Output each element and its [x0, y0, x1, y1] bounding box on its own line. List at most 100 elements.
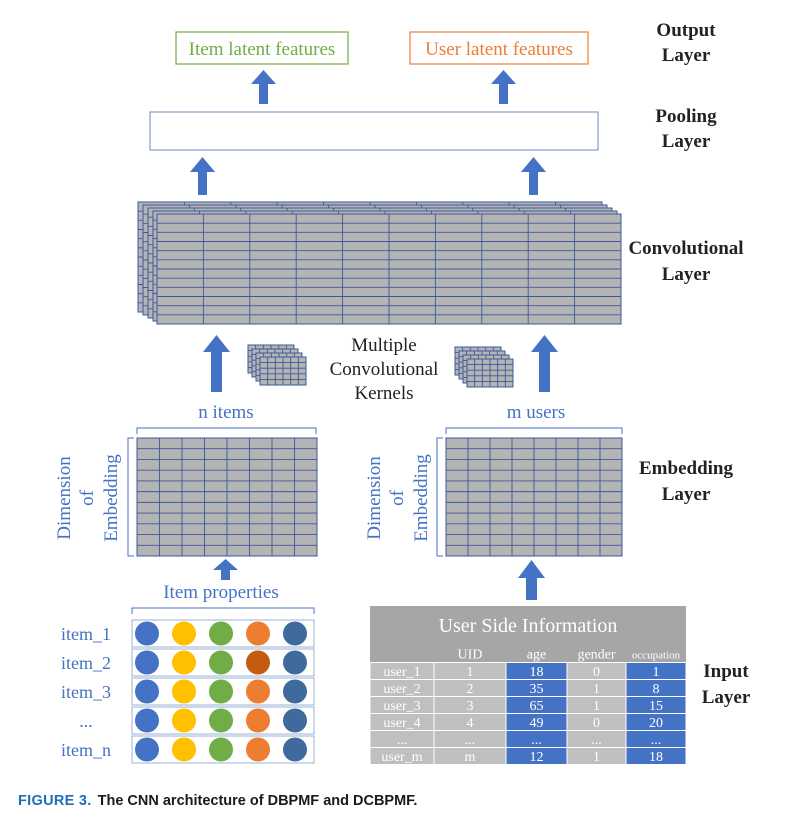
user-table-cell-text: user_4 [383, 716, 420, 731]
item-property-dot [246, 679, 270, 704]
of-text: of [77, 489, 98, 506]
user-table-cell-text: 18 [530, 665, 544, 680]
user-table-cell [506, 663, 567, 679]
user-embedding-matrix [445, 437, 623, 557]
item-property-dot [135, 621, 159, 646]
item-property-dot [135, 708, 159, 733]
user-table-cell [370, 680, 434, 696]
user-table-cell [370, 714, 434, 730]
convolutional-kernels-right [454, 346, 514, 388]
user-table-cell-text: user_3 [383, 699, 420, 714]
user-table-cell [626, 697, 686, 713]
arrow-up-icon [251, 70, 276, 104]
user-table-cell-text: 4 [467, 716, 474, 731]
user-table-cell-text: 65 [530, 699, 544, 714]
item-row-label: item_2 [61, 653, 111, 673]
user-table-cell [567, 680, 626, 696]
dimension-label-right-line2: of [387, 489, 408, 506]
user-table-cell [434, 663, 506, 679]
arrow-up-icon [531, 335, 558, 392]
dimension-label-right-line3: Embedding [411, 454, 432, 542]
user-table-cell [626, 731, 686, 747]
item-property-dot [283, 650, 307, 675]
user-latent-features-box [409, 31, 589, 65]
user-table-cell-text: m [465, 750, 476, 765]
user-table-title: User Side Information [439, 615, 618, 637]
user-table-cell [370, 663, 434, 679]
kernel-map-4 [259, 356, 307, 386]
user-table-header-cell [626, 646, 686, 662]
dimension-text: Dimension [54, 456, 75, 540]
user-table-cell-text: ... [397, 733, 408, 748]
item-property-dot [283, 679, 307, 704]
user-table-header-cell [370, 646, 434, 662]
user-table-cell-text: 2 [467, 682, 474, 697]
item-property-dot [246, 650, 270, 675]
convolutional-layer-label-line1: Convolutional [628, 238, 743, 259]
arrow-up-icon [190, 157, 215, 195]
user-table-cell [567, 748, 626, 764]
user-table-cell [567, 663, 626, 679]
user-table-header-text: gender [577, 648, 615, 663]
user-table-header-cell [434, 646, 506, 662]
user-table-cell [567, 731, 626, 747]
input-layer-label-line2: Layer [702, 687, 751, 708]
dimension-bracket-right [436, 437, 443, 557]
item-properties-title: Item properties [163, 582, 279, 603]
pooling-layer-label-line1: Pooling [655, 106, 717, 127]
user-embedding-grid [445, 437, 623, 557]
output-layer-label-line2: Layer [662, 45, 711, 66]
user-table-cell [506, 714, 567, 730]
n-items-bracket [136, 427, 317, 434]
pooling-layer-label-line2: Layer [662, 131, 711, 152]
item-property-dot [209, 621, 233, 646]
user-table-cell-text: 8 [653, 682, 660, 697]
pooling-layer-box [149, 111, 599, 151]
item-property-dot [209, 650, 233, 675]
kernels-label-line2: Convolutional [330, 359, 439, 380]
item-property-dot [246, 621, 270, 646]
user-table-cell-text: user_2 [383, 682, 420, 697]
user-table-header-cell [506, 646, 567, 662]
figure-caption-text: The CNN architecture of DBPMF and DCBPMF… [97, 793, 418, 809]
dimension-label-left-line2: of [77, 489, 98, 506]
item-property-dot [172, 650, 196, 675]
user-table-cell [370, 697, 434, 713]
user-table-header-text: occupation [632, 650, 681, 662]
item-property-dot [135, 679, 159, 704]
user-table-cell-text: 20 [649, 716, 663, 731]
user-table-cell [626, 680, 686, 696]
kernels-label-line1: Multiple [351, 335, 416, 356]
dimension-label-right-line1: Dimension [364, 456, 385, 540]
item-row-label: item_3 [61, 682, 111, 702]
user-table-cell [506, 680, 567, 696]
figure-caption: FIGURE 3.The CNN architecture of DBPMF a… [18, 793, 778, 809]
user-table-cell [567, 714, 626, 730]
item-properties-bracket [131, 607, 315, 614]
convolutional-layer-label-line2: Layer [662, 264, 711, 285]
user-table-cell [506, 697, 567, 713]
user-table-cell [506, 731, 567, 747]
arrow-up-icon [521, 157, 546, 195]
item-property-dot [246, 708, 270, 733]
user-table-cell-text: 1 [593, 682, 600, 697]
user-table-cell-text: ... [531, 733, 542, 748]
item-row-label: item_n [61, 740, 111, 760]
item-property-dot [209, 737, 233, 762]
arrow-up-icon [518, 560, 545, 600]
user-table-cell-text: ... [465, 733, 476, 748]
item-row: item_1 [61, 619, 315, 648]
kernel-map-4 [466, 358, 514, 388]
item-row: item_3 [61, 677, 315, 706]
user-table-cell-text: 1 [593, 699, 600, 714]
user-table-cell-text: 3 [467, 699, 474, 714]
user-table-header-text: age [527, 648, 546, 663]
arrow-up-icon [203, 335, 230, 392]
conv-feature-map-5 [156, 213, 622, 325]
user-table-cell-text: 1 [653, 665, 660, 680]
embedding-text: Embedding [411, 454, 432, 542]
user-table-cell [434, 680, 506, 696]
user-table-cell [506, 748, 567, 764]
user-table-cell [434, 714, 506, 730]
